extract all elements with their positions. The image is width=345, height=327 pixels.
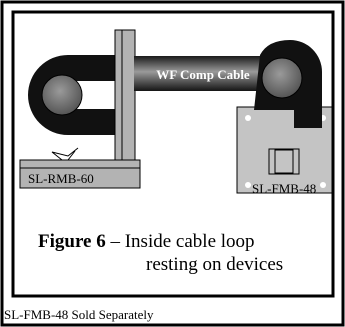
- plate-hole: [320, 182, 326, 188]
- inner-border: [11, 10, 335, 298]
- plate-step-inner: [274, 149, 294, 174]
- footnote: SL-FMB-48 Sold Separately: [4, 307, 154, 322]
- caption-line-1: Inside cable loop: [124, 231, 255, 252]
- right-mounting-plate: [236, 106, 333, 194]
- left-device-label: SL-RMB-60: [28, 171, 94, 186]
- right-device-label: SL-FMB-48: [252, 181, 316, 196]
- left-cable-loop: [28, 55, 118, 135]
- cable-label: WF Comp Cable: [156, 67, 250, 82]
- left-roller: [41, 74, 83, 116]
- plate-hole: [245, 115, 251, 121]
- figure-caption: Figure 6 – Inside cable loop resting on …: [38, 230, 338, 276]
- caption-dash: –: [105, 231, 125, 252]
- left-bracket-device: [19, 29, 141, 189]
- caption-line-2: resting on devices: [146, 254, 284, 275]
- right-roller: [261, 57, 303, 99]
- figure-label: Figure 6: [38, 231, 106, 252]
- plate-hole: [245, 182, 251, 188]
- wf-comp-cable: [134, 56, 272, 91]
